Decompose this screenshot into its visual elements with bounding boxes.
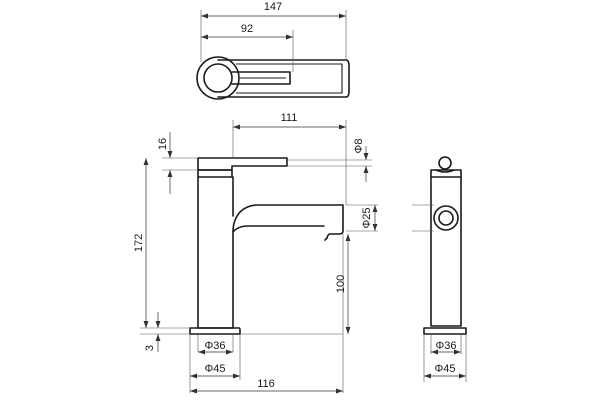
side-view: 111 Φ8 16 172 3 Φ25 100 Φ36 Φ45 116 (133, 112, 378, 394)
dim-label-100: 100 (335, 275, 347, 293)
dim-label-111: 111 (281, 112, 298, 124)
side-view-lever (197, 157, 288, 171)
dim-label-phi8: Φ8 (353, 139, 365, 154)
top-view-spout-outline (217, 59, 350, 98)
dim-label-92: 92 (241, 23, 253, 35)
dim-label-phi36-side: Φ36 (204, 340, 225, 352)
dim-label-3: 3 (144, 345, 156, 351)
end-view-lever-knob (438, 156, 452, 170)
dim-label-phi25: Φ25 (361, 207, 373, 228)
top-view-body-circle (196, 56, 240, 100)
side-view-spout-underside (232, 225, 325, 233)
side-view-base-plate (189, 327, 241, 335)
dim-label-116: 116 (257, 378, 275, 390)
dim-label-phi45-end: Φ45 (434, 363, 455, 375)
dim-label-147: 147 (264, 1, 282, 13)
dim-label-phi45-side: Φ45 (204, 363, 225, 375)
dim-label-172: 172 (133, 234, 145, 252)
end-view: Φ36 Φ45 (412, 156, 467, 382)
top-view-spout-inner-line (236, 63, 343, 94)
top-view-body-inner-circle (203, 63, 233, 93)
dim-label-16: 16 (157, 138, 169, 150)
top-view-lever (231, 71, 291, 85)
top-view: 147 92 (196, 1, 350, 100)
end-view-spout-circle (433, 205, 459, 231)
end-view-base-plate (423, 327, 467, 335)
side-view-body (197, 176, 344, 329)
dim-label-phi36-end: Φ36 (435, 340, 456, 352)
end-view-spout-inner-circle (438, 210, 454, 226)
side-view-cap-band (197, 169, 233, 178)
end-view-body (430, 169, 462, 327)
